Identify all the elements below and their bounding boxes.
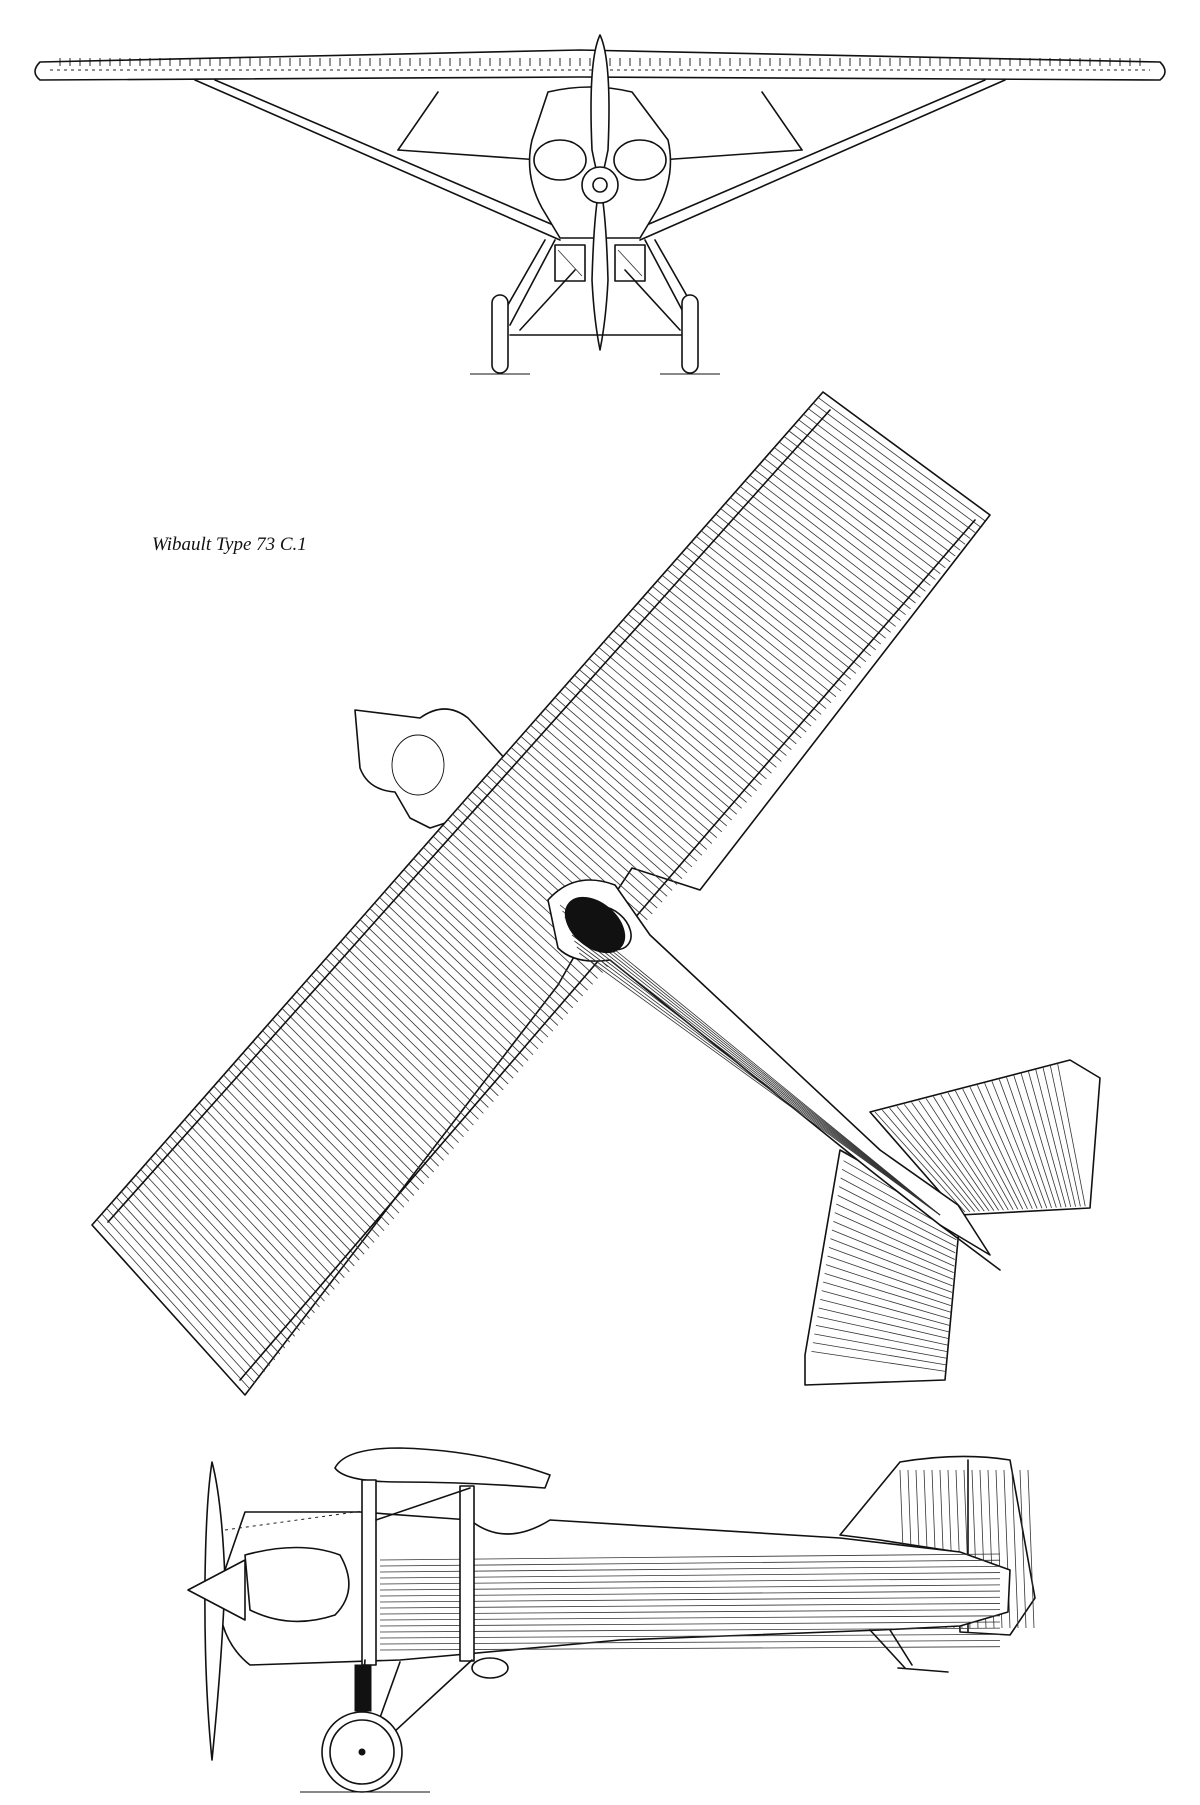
front-view-right-wheel [681, 294, 699, 374]
front-view [34, 34, 1166, 375]
top-view [91, 391, 1101, 1396]
side-view-tail-skid [869, 1629, 949, 1673]
side-view-propeller [204, 1461, 226, 1761]
top-view-fuselage [547, 879, 991, 1256]
side-view-spinner [187, 1559, 246, 1621]
drawing-caption: Wibault Type 73 C.1 [152, 534, 307, 555]
side-view-wing-section [334, 1447, 551, 1489]
front-view-struts [194, 79, 1006, 241]
side-view [187, 1447, 1036, 1793]
side-view-struts [361, 1479, 475, 1666]
front-view-left-wheel [491, 294, 509, 374]
front-view-wing-ribs [59, 58, 1141, 66]
